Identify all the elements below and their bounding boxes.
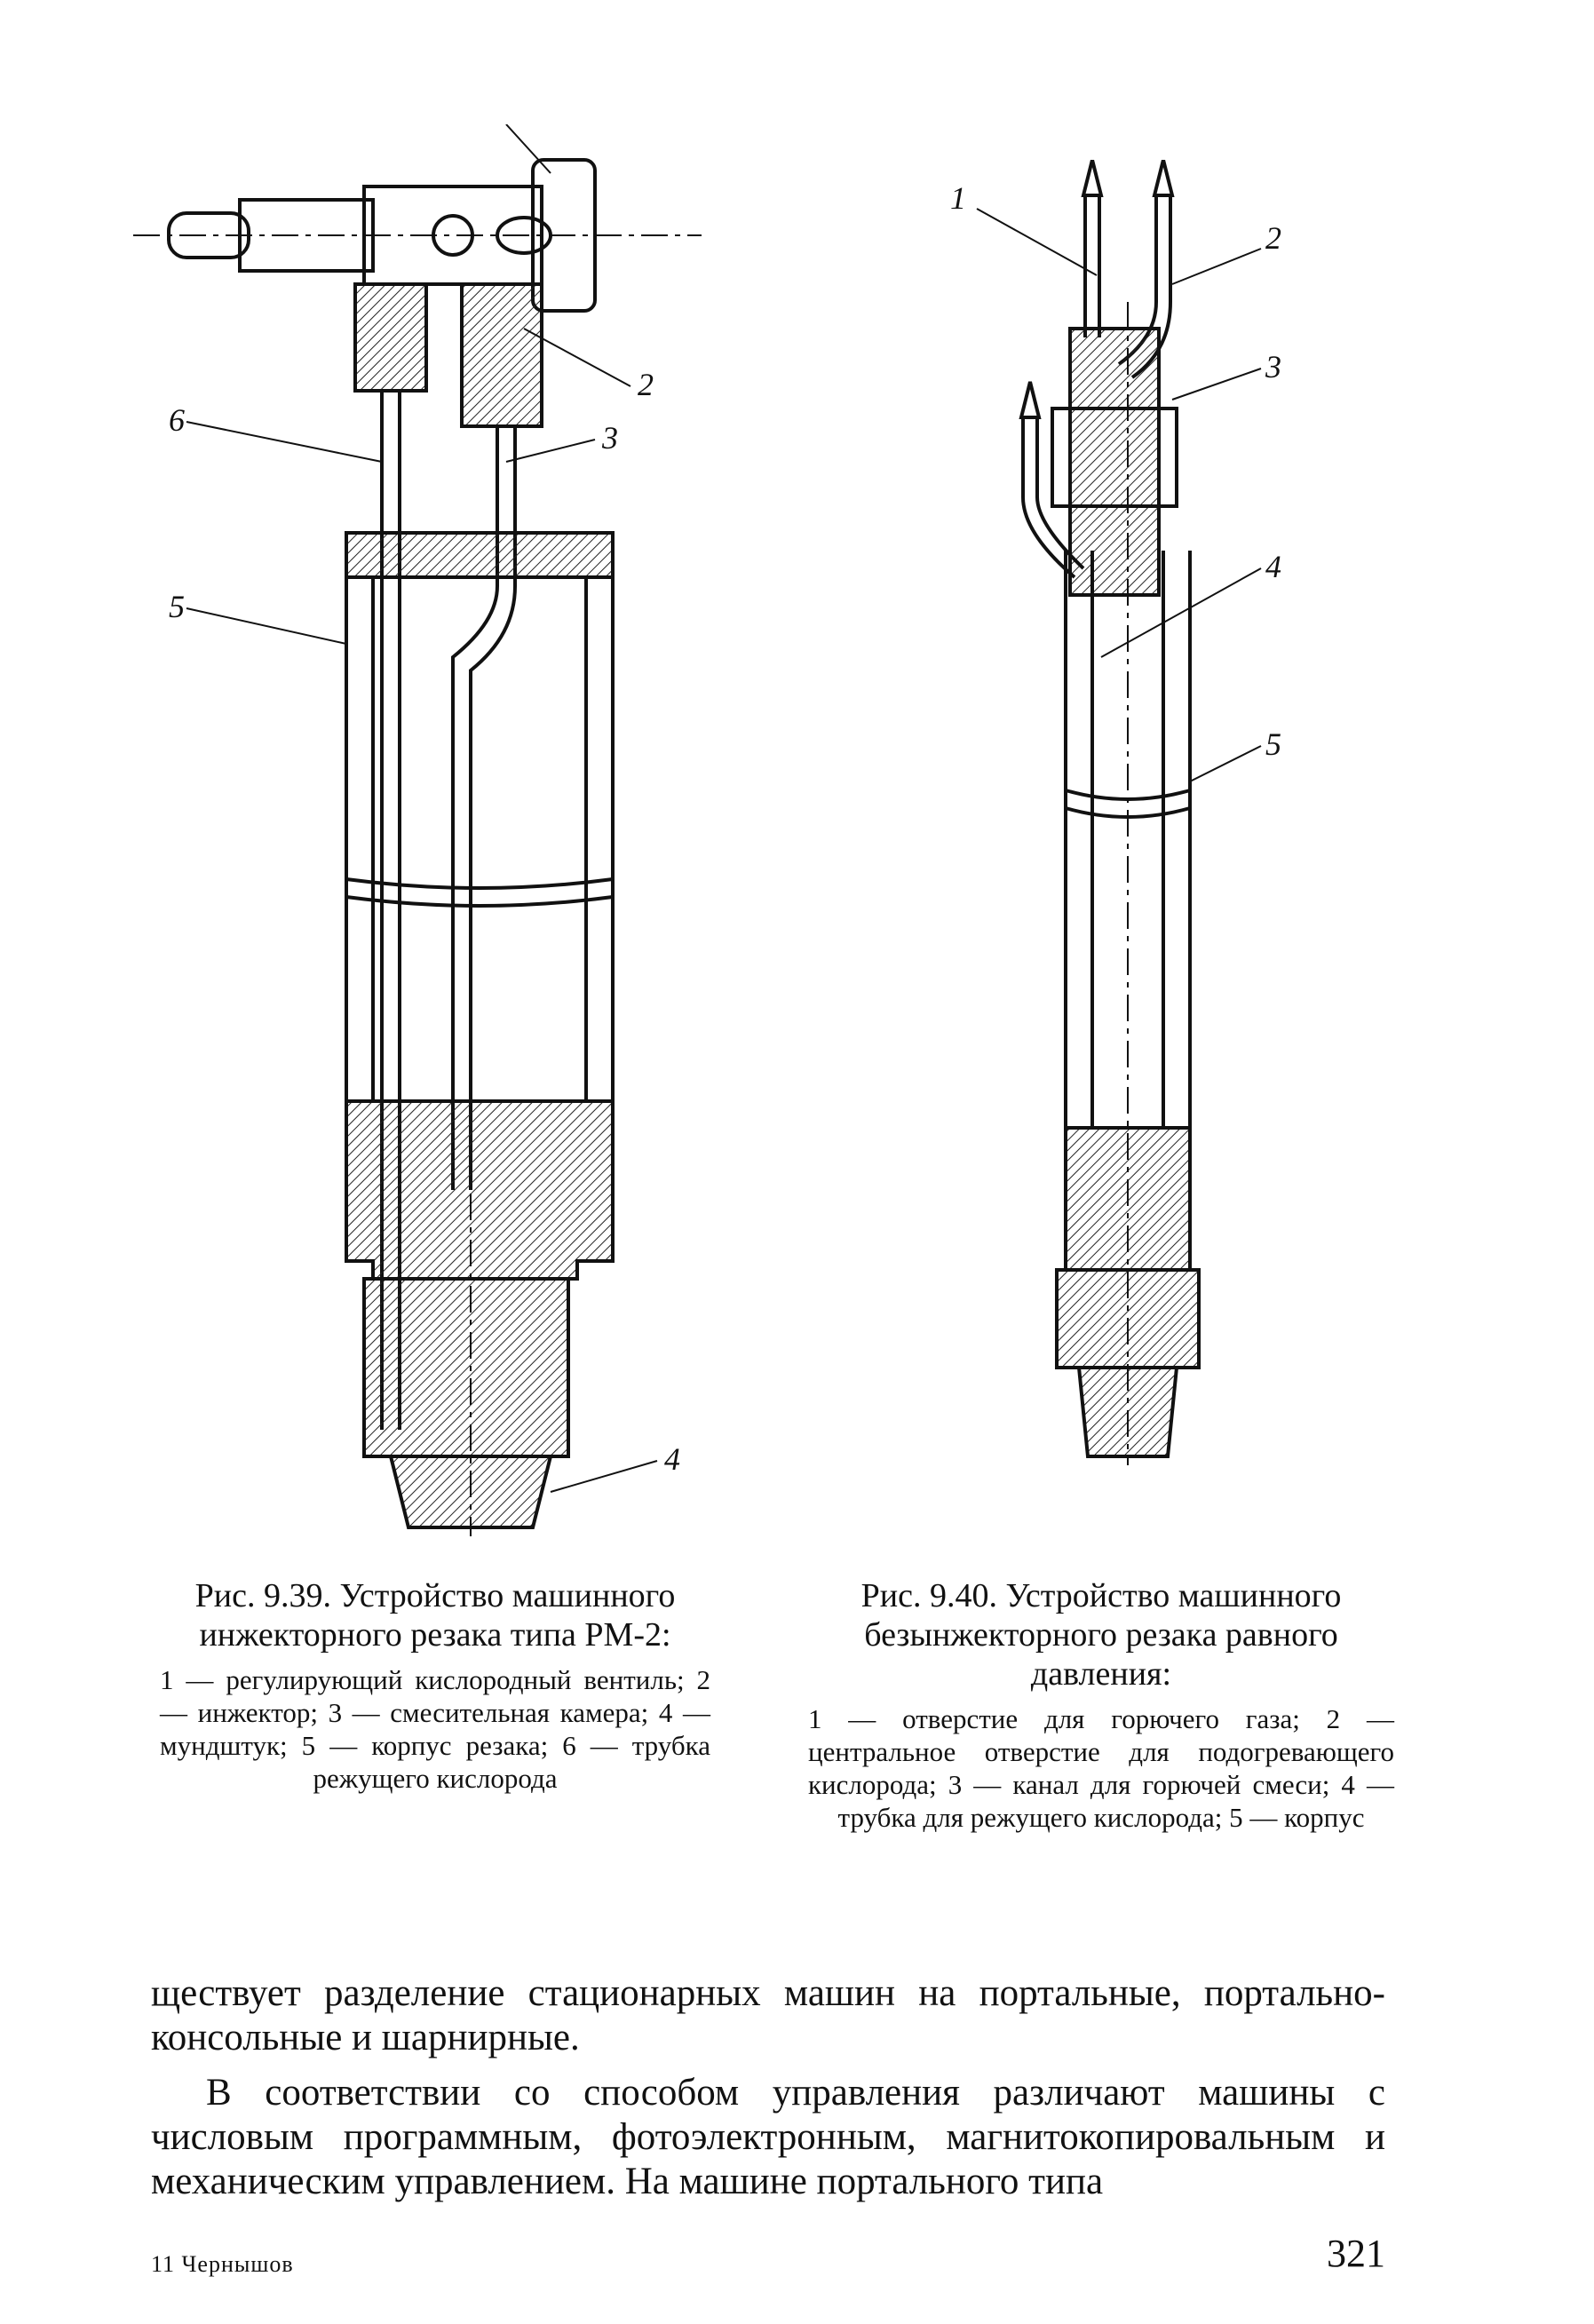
- callout-6: 6: [169, 402, 185, 438]
- callout-2: 2: [1265, 220, 1281, 256]
- callout-3: 3: [601, 420, 618, 456]
- caption-legend: 1 — отверстие для горючего газа; 2 — цен…: [808, 1703, 1394, 1833]
- callout-5: 5: [169, 589, 185, 624]
- callout-3: 3: [1265, 349, 1281, 385]
- figure-9-39-diagram: 1 2 3 4 5 6: [133, 124, 737, 1545]
- callout-5: 5: [1265, 726, 1281, 762]
- caption-title: Рис. 9.40. Устройство машинного безынжек…: [860, 1577, 1342, 1693]
- callout-1: 1: [497, 124, 513, 127]
- figure-9-40-drawing: 1 2 3 4 5: [950, 160, 1281, 1465]
- body-paragraph: В соответствии со способом управления ра…: [151, 2072, 1385, 2202]
- figure-9-39-caption: Рис. 9.39. Устройство машинного инжектор…: [160, 1576, 710, 1795]
- body-text: ществует разделение стационарных машин н…: [151, 1971, 1385, 2204]
- callout-2: 2: [638, 367, 654, 402]
- body-paragraph: ществует разделение стационарных машин н…: [151, 1972, 1385, 2058]
- figure-9-40-caption: Рис. 9.40. Устройство машинного безынжек…: [808, 1576, 1394, 1834]
- callout-4: 4: [1265, 549, 1281, 584]
- callout-4: 4: [664, 1441, 680, 1477]
- figure-9-39-drawing: 1 2 3 4 5 6: [133, 124, 702, 1536]
- callout-1: 1: [950, 180, 966, 216]
- figure-9-40-diagram: 1 2 3 4 5: [932, 160, 1359, 1545]
- page-number: 321: [1327, 2232, 1385, 2275]
- caption-title: Рис. 9.39. Устройство машинного инжектор…: [194, 1577, 676, 1654]
- footer-signature: 11 Чернышов: [151, 2251, 294, 2277]
- caption-legend: 1 — регулирующий кислородный вентиль; 2 …: [160, 1664, 710, 1794]
